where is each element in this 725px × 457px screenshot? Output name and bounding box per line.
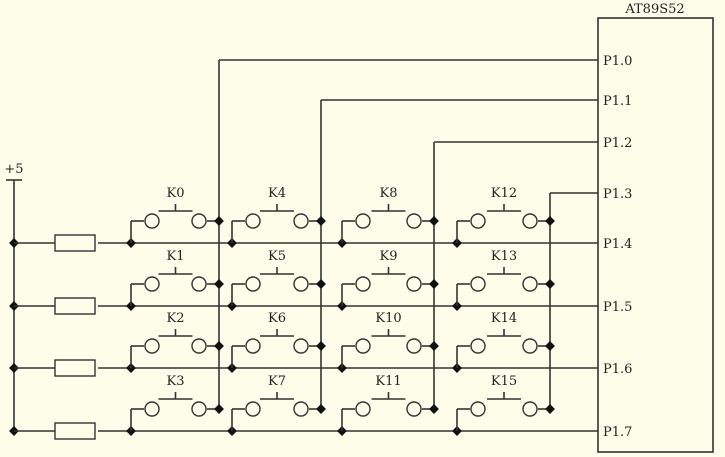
key-label-k15: K15	[491, 374, 517, 389]
key-contact-right	[293, 213, 309, 229]
junction-dot	[545, 404, 555, 414]
key-contact-left	[245, 338, 261, 354]
chip-name-label: AT89S52	[624, 2, 684, 17]
key-contact-right	[191, 213, 207, 229]
pin-label-P1-2: P1.2	[603, 136, 632, 151]
chip-body	[597, 17, 714, 453]
key-contact-right	[522, 213, 538, 229]
key-contact-right	[406, 276, 422, 292]
junction-dot	[214, 216, 224, 226]
key-contact-left	[470, 276, 486, 292]
junction-dot	[545, 216, 555, 226]
key-contact-left	[144, 338, 160, 354]
junction-dot	[545, 341, 555, 351]
supply-label: +5	[4, 162, 23, 177]
key-contact-right	[191, 338, 207, 354]
key-label-k11: K11	[375, 374, 401, 389]
key-contact-right	[406, 213, 422, 229]
pull-up-resistor-2	[54, 359, 96, 377]
key-contact-right	[522, 276, 538, 292]
key-contact-left	[245, 213, 261, 229]
key-contact-left	[470, 213, 486, 229]
junction-dot	[429, 341, 439, 351]
key-contact-left	[355, 401, 371, 417]
key-label-k2: K2	[167, 311, 185, 326]
pin-label-P1-1: P1.1	[603, 94, 632, 109]
junction-dot	[316, 404, 326, 414]
key-label-k5: K5	[268, 249, 286, 264]
pull-up-resistor-3	[54, 422, 96, 440]
junction-dot	[429, 404, 439, 414]
pin-label-P1-4: P1.4	[603, 237, 632, 252]
junction-dot	[545, 279, 555, 289]
pin-label-P1-6: P1.6	[603, 362, 632, 377]
key-label-k12: K12	[491, 186, 517, 201]
key-label-k4: K4	[268, 186, 286, 201]
key-contact-right	[406, 401, 422, 417]
key-contact-left	[470, 338, 486, 354]
junction-dot	[316, 216, 326, 226]
key-contact-right	[191, 276, 207, 292]
key-contact-right	[293, 338, 309, 354]
key-contact-right	[522, 338, 538, 354]
pin-label-P1-7: P1.7	[603, 425, 632, 440]
key-label-k9: K9	[380, 249, 398, 264]
key-contact-left	[470, 401, 486, 417]
key-label-k8: K8	[380, 186, 398, 201]
key-label-k7: K7	[268, 374, 286, 389]
key-contact-right	[293, 276, 309, 292]
key-label-k14: K14	[491, 311, 517, 326]
pull-up-resistor-1	[54, 297, 96, 315]
key-label-k10: K10	[375, 311, 401, 326]
junction-dot	[214, 279, 224, 289]
key-contact-left	[245, 276, 261, 292]
key-label-k1: K1	[167, 249, 185, 264]
key-label-k13: K13	[491, 249, 517, 264]
junction-dot	[214, 341, 224, 351]
key-label-k0: K0	[167, 186, 185, 201]
junction-dot	[429, 216, 439, 226]
key-contact-right	[191, 401, 207, 417]
key-contact-right	[293, 401, 309, 417]
key-contact-right	[406, 338, 422, 354]
key-label-k6: K6	[268, 311, 286, 326]
key-label-k3: K3	[167, 374, 185, 389]
key-contact-left	[144, 213, 160, 229]
key-contact-left	[355, 276, 371, 292]
junction-dot	[429, 279, 439, 289]
pin-label-P1-0: P1.0	[603, 54, 632, 69]
key-contact-right	[522, 401, 538, 417]
key-contact-left	[355, 338, 371, 354]
key-contact-left	[245, 401, 261, 417]
pull-up-resistor-0	[54, 234, 96, 252]
pin-label-P1-3: P1.3	[603, 187, 632, 202]
junction-dot	[316, 341, 326, 351]
key-contact-left	[144, 276, 160, 292]
pin-label-P1-5: P1.5	[603, 300, 632, 315]
junction-dot	[214, 404, 224, 414]
junction-dot	[316, 279, 326, 289]
key-contact-left	[355, 213, 371, 229]
key-contact-left	[144, 401, 160, 417]
